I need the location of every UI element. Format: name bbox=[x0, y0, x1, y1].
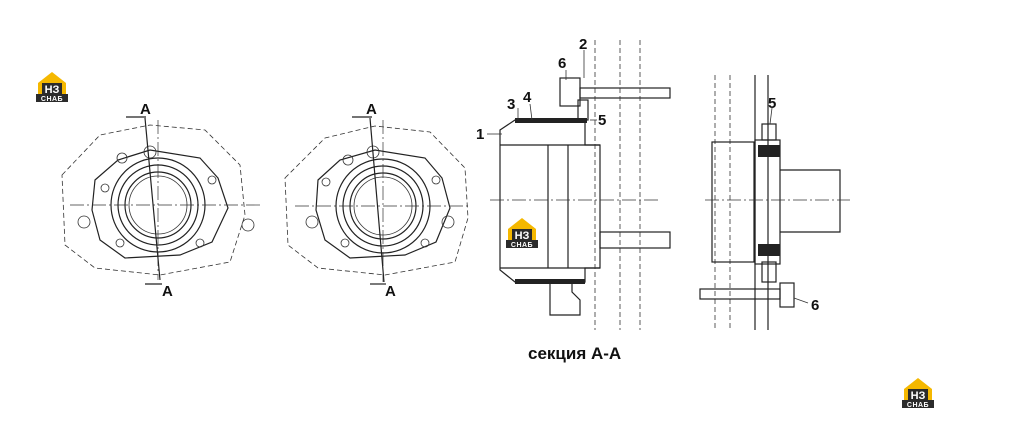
section-body bbox=[499, 119, 601, 283]
section-label-bottom: A bbox=[162, 283, 173, 300]
leader-5 bbox=[769, 107, 773, 125]
logo-top-text: НЗ bbox=[45, 84, 60, 96]
front-view-middle: A A bbox=[284, 101, 470, 300]
housing-outline bbox=[284, 125, 469, 276]
logo-plate bbox=[42, 83, 62, 95]
part-label-6: 6 bbox=[811, 297, 819, 314]
seal-hatch bbox=[758, 244, 780, 256]
bolt-head bbox=[559, 77, 581, 107]
seal-hatch-top bbox=[515, 118, 587, 123]
seal-hatch bbox=[758, 145, 780, 157]
bottom-bracket bbox=[761, 261, 777, 283]
hub bbox=[711, 141, 755, 263]
bolt-hole bbox=[441, 215, 455, 229]
logo-bottom-text: СНАБ bbox=[907, 402, 929, 409]
leader-4 bbox=[529, 103, 533, 121]
front-view-left: A A bbox=[61, 101, 260, 300]
section-a-a-view: 1 2 3 4 5 6 секция А-А bbox=[476, 36, 671, 363]
bolt-hole bbox=[100, 183, 110, 193]
logo-plate bbox=[512, 229, 532, 241]
logo-top-left: НЗ СНАБ bbox=[36, 72, 68, 103]
bolt-hole bbox=[195, 238, 205, 248]
logo-bottom-text: СНАБ bbox=[41, 96, 63, 103]
logo-band bbox=[36, 94, 68, 102]
logo-top-text: НЗ bbox=[911, 390, 926, 402]
shaft-boss bbox=[780, 169, 841, 233]
logo-bottom-text: СНАБ bbox=[511, 242, 533, 249]
logo-band bbox=[902, 400, 934, 408]
leader-6 bbox=[793, 297, 809, 304]
seal-hatch-bottom bbox=[515, 279, 585, 284]
bolt-hole bbox=[431, 175, 441, 185]
section-caption: секция А-А bbox=[528, 344, 621, 363]
housing-outline bbox=[61, 124, 246, 276]
section-line bbox=[144, 117, 161, 281]
bolt-shank bbox=[579, 87, 671, 99]
part-label-5: 5 bbox=[598, 112, 606, 129]
logo-bottom-right: НЗ СНАБ bbox=[902, 378, 934, 409]
bolt-head bbox=[779, 282, 795, 308]
washer bbox=[577, 99, 589, 121]
part-label-3: 3 bbox=[507, 96, 515, 113]
logo-plate bbox=[908, 389, 928, 401]
bolt-hole bbox=[340, 238, 350, 248]
side-view-right: 5 6 bbox=[699, 75, 850, 330]
part-label-5: 5 bbox=[768, 95, 776, 112]
bolt-hole bbox=[420, 238, 430, 248]
bolt-hole bbox=[77, 215, 91, 229]
bolt-hole bbox=[116, 152, 128, 164]
bolt-hole bbox=[342, 154, 354, 166]
part-label-1: 1 bbox=[476, 126, 484, 143]
part-label-2: 2 bbox=[579, 36, 587, 53]
flange-outline bbox=[91, 149, 229, 259]
logo-band bbox=[506, 240, 538, 248]
section-label-top: A bbox=[140, 101, 151, 118]
lower-mount bbox=[549, 282, 581, 316]
part-label-6: 6 bbox=[558, 55, 566, 72]
section-line bbox=[369, 117, 385, 283]
top-bracket bbox=[761, 123, 777, 141]
bolt-hole bbox=[143, 145, 157, 159]
bolt-hole bbox=[241, 218, 255, 232]
bolt-hole bbox=[321, 177, 331, 187]
part-label-4: 4 bbox=[523, 89, 532, 106]
bolt-hole bbox=[305, 215, 319, 229]
stud bbox=[599, 231, 671, 249]
bolt-hole bbox=[115, 238, 125, 248]
logo-center: НЗ СНАБ bbox=[506, 218, 538, 249]
section-label-top: A bbox=[366, 101, 377, 118]
logo-top-text: НЗ bbox=[515, 230, 530, 242]
section-label-bottom: A bbox=[385, 283, 396, 300]
bolt-hole bbox=[207, 175, 217, 185]
